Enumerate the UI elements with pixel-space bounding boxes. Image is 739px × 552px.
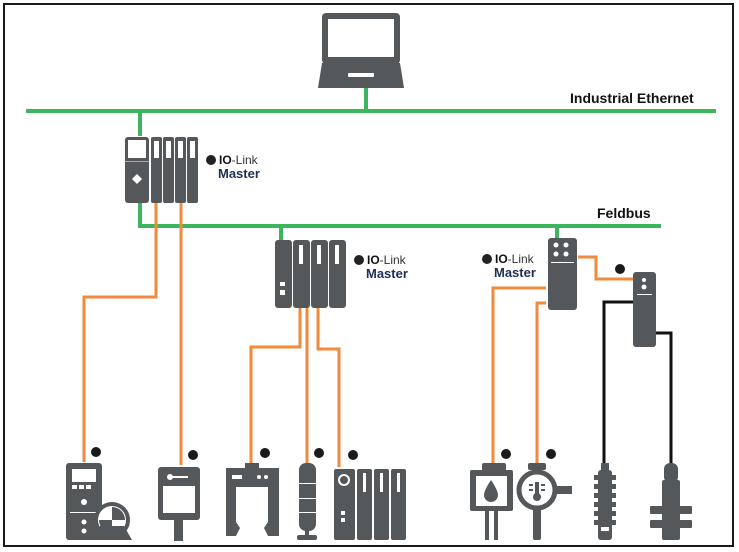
- io-link-badge-icon: [260, 448, 270, 458]
- diagram-frame: [3, 3, 734, 547]
- io-link-master-1-icon: [125, 137, 198, 203]
- io-link-brand: IO: [367, 253, 380, 267]
- io-link-badges: [91, 264, 625, 460]
- standard-io-lines: [602, 300, 673, 465]
- io-link-badge-icon: [91, 447, 101, 457]
- signal-tower-icon: [297, 463, 317, 540]
- io-link-suffix: -Link: [507, 252, 534, 266]
- io-link-master-1-label: IO-Link Master: [206, 154, 260, 180]
- io-link-master-2-icon: [275, 240, 346, 308]
- io-link-suffix: -Link: [379, 253, 406, 267]
- io-link-master-3-label: IO-Link Master: [482, 253, 536, 279]
- io-link-master-3-icon: [548, 238, 577, 310]
- standard-line-sensor-2: [656, 331, 673, 465]
- io-link-hub-icon: [633, 272, 656, 347]
- industrial-ethernet-label: Industrial Ethernet: [570, 90, 694, 106]
- io-link-badge-icon: [314, 448, 324, 458]
- io-link-logo-icon: [354, 255, 364, 265]
- io-link-master-2-label: IO-Link Master: [354, 254, 408, 280]
- io-link-line-fork-sensor: [249, 307, 302, 465]
- io-link-logo-icon: [206, 155, 216, 165]
- io-link-badge-icon: [188, 450, 198, 460]
- fieldbus-label: Feldbus: [597, 205, 651, 221]
- io-link-lines: [82, 203, 633, 467]
- standard-sensor-icon: [594, 463, 616, 540]
- master-role-label: Master: [494, 265, 536, 280]
- io-link-line-hub: [578, 255, 633, 281]
- io-link-line-io-module: [316, 307, 341, 467]
- io-link-badge-icon: [348, 450, 358, 460]
- io-link-line-drive: [82, 203, 158, 462]
- io-link-suffix: -Link: [231, 153, 258, 167]
- laptop-icon: [318, 13, 404, 88]
- rfid-reader-icon: [158, 467, 200, 541]
- fieldbus-line: [138, 200, 661, 228]
- master-role-label: Master: [366, 266, 408, 281]
- drive-with-motor-icon: [66, 463, 132, 540]
- io-link-badge-icon: [546, 449, 556, 459]
- io-link-brand: IO: [495, 252, 508, 266]
- master-role-label: Master: [218, 166, 260, 181]
- io-module-icon: [334, 469, 406, 540]
- ethernet-lines: [26, 88, 716, 240]
- io-link-logo-icon: [482, 254, 492, 264]
- io-link-line-level-sensor: [491, 286, 546, 463]
- fork-sensor-icon: [226, 463, 279, 536]
- inductive-sensor-icon: [650, 463, 692, 540]
- io-link-badge-icon: [615, 264, 625, 274]
- io-link-line-temperature-sensor: [535, 301, 546, 463]
- io-link-badge-icon: [501, 449, 511, 459]
- io-link-brand: IO: [219, 153, 232, 167]
- fluid-level-sensor-icon: [470, 463, 513, 540]
- temperature-sensor-icon: [516, 463, 572, 540]
- standard-line-sensor-1: [602, 300, 633, 465]
